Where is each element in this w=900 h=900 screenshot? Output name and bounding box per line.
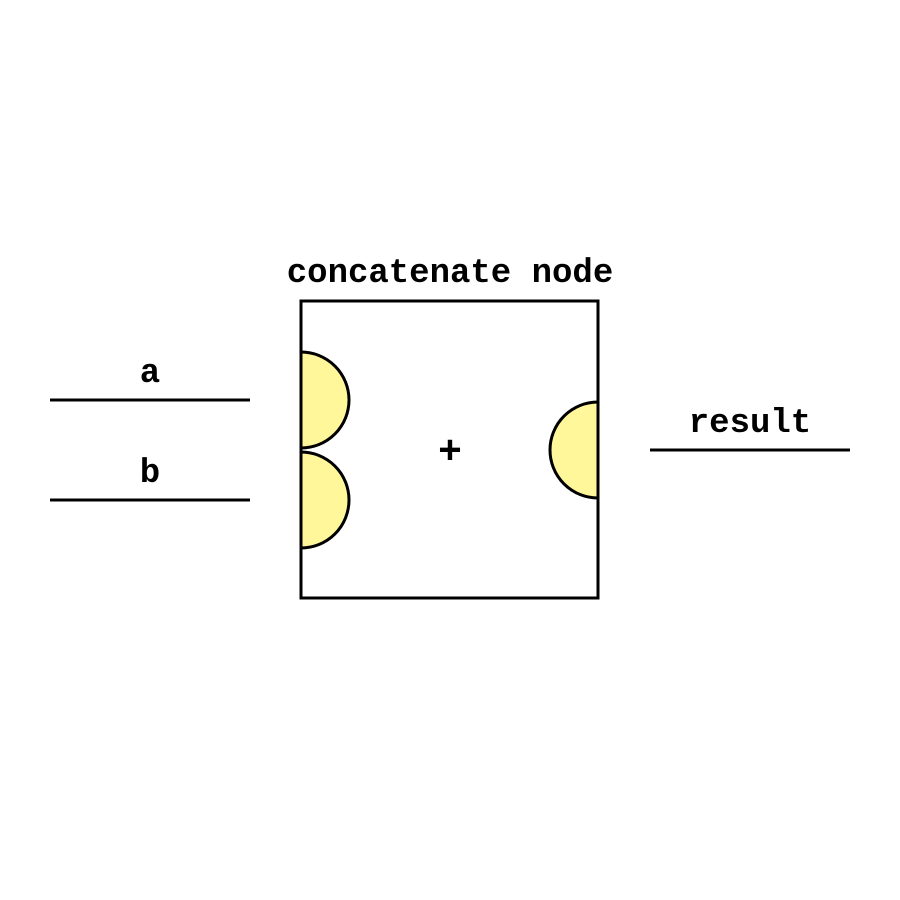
- operator-plus-icon: +: [438, 431, 462, 476]
- output-label-result: result: [689, 405, 811, 443]
- node-box[interactable]: [299, 299, 600, 600]
- output-port-result[interactable]: [548, 400, 600, 500]
- input-label-b: b: [140, 455, 160, 493]
- input-label-a: a: [140, 355, 160, 393]
- input-port-b[interactable]: [299, 450, 351, 550]
- input-port-a[interactable]: [299, 350, 351, 450]
- node-title: concatenate node: [287, 255, 613, 293]
